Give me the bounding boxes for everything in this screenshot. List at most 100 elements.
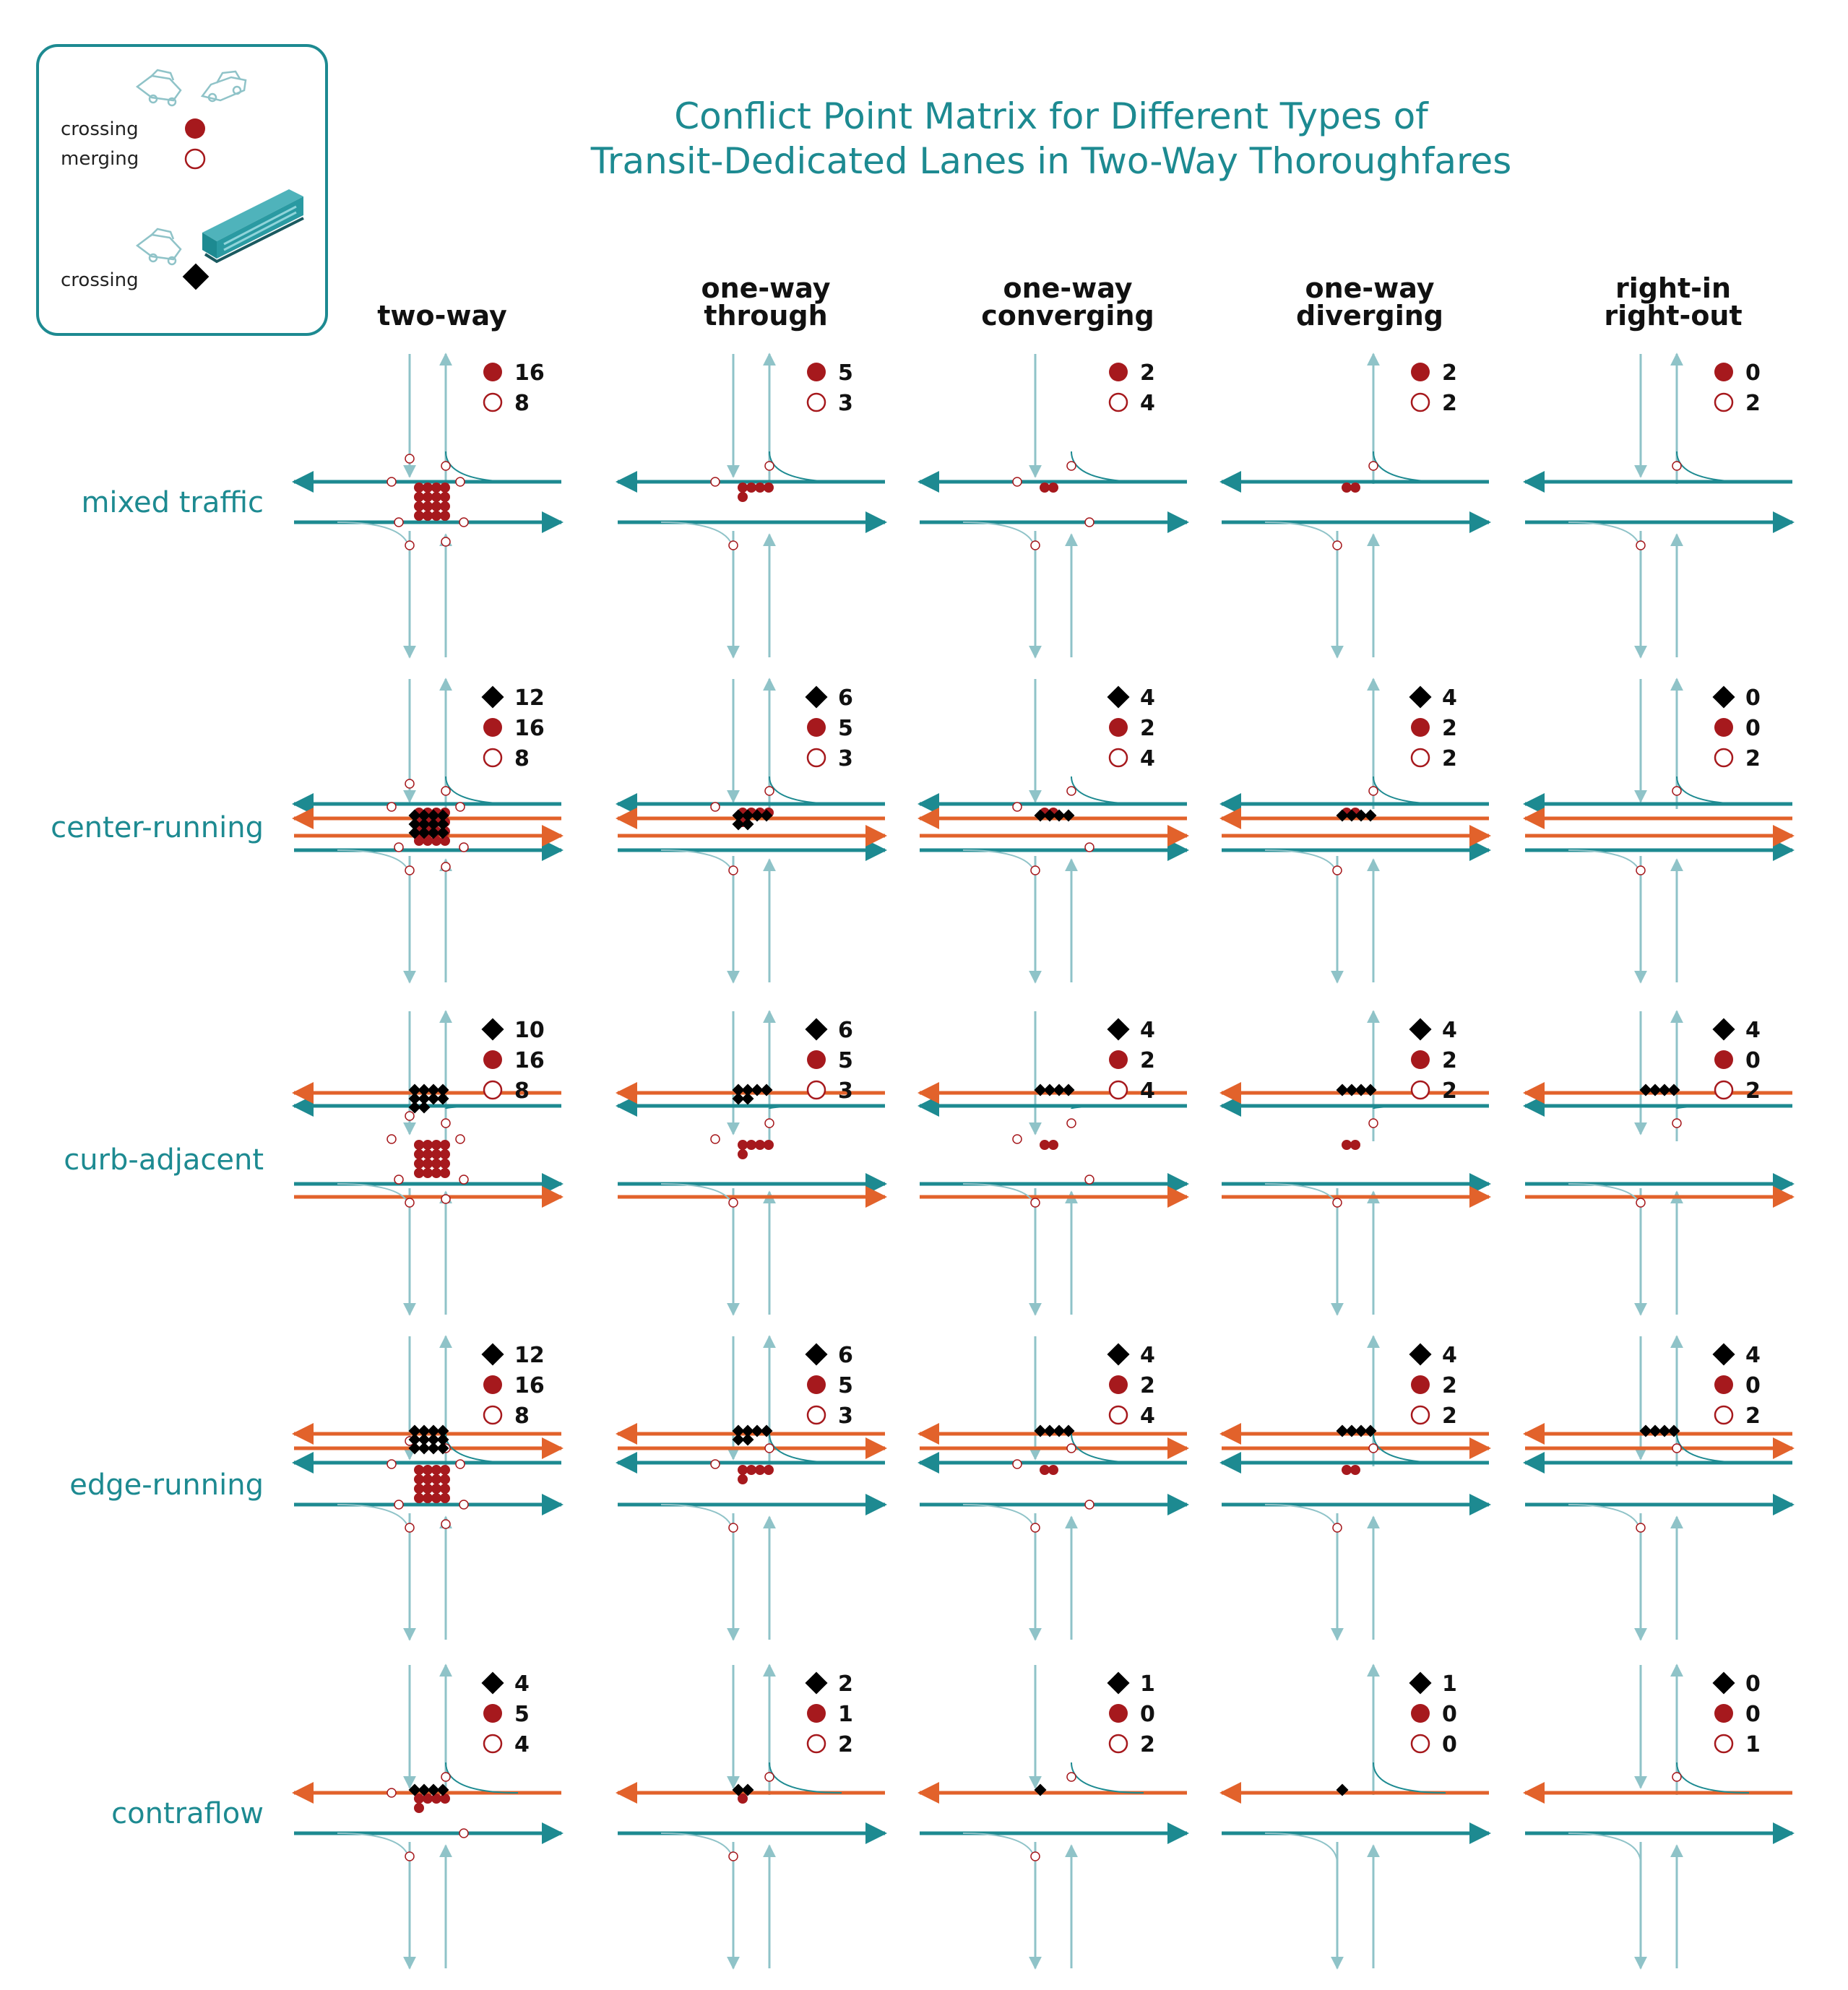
merging-point xyxy=(405,1851,415,1861)
merging-point xyxy=(441,537,451,547)
merging-point xyxy=(405,779,415,789)
merging-point xyxy=(387,1788,397,1798)
transit-crossing-point xyxy=(427,1092,440,1105)
turn-path xyxy=(769,1762,842,1794)
conflict-count-merging: 2 xyxy=(838,1732,853,1757)
transit-crossing-diamond-icon xyxy=(805,1343,828,1366)
crossing-dot-icon xyxy=(807,363,826,381)
intersection-diagram: 100 xyxy=(1219,1664,1491,1970)
turn-path xyxy=(445,776,519,805)
merging-point xyxy=(1672,786,1682,796)
crossing-dot-icon xyxy=(185,118,205,139)
conflict-count-diamond: 12 xyxy=(514,685,545,711)
intersection-diagram: 212 xyxy=(616,1664,887,1970)
turn-path xyxy=(1568,1504,1641,1536)
merging-circle-icon xyxy=(1410,1405,1430,1425)
crossing-point xyxy=(738,1465,748,1475)
intersection-diagram: 424 xyxy=(917,1011,1189,1316)
crossing-point xyxy=(738,492,748,502)
transit-crossing-point xyxy=(408,1783,421,1796)
intersection-diagram: 422 xyxy=(1219,1335,1491,1641)
merging-point xyxy=(405,540,415,550)
merging-point xyxy=(710,802,720,812)
conflict-count-crossing: 2 xyxy=(1442,360,1457,386)
conflict-count-diamond: 4 xyxy=(1442,1343,1457,1368)
crossing-dot-icon xyxy=(1109,1375,1128,1394)
bus-icon xyxy=(202,189,304,264)
transit-crossing-point xyxy=(1649,1083,1662,1096)
merging-point xyxy=(1084,1500,1094,1510)
turn-path xyxy=(1568,522,1641,553)
row-label: edge-running xyxy=(69,1468,264,1502)
transit-crossing-point xyxy=(1658,1083,1671,1096)
merging-point xyxy=(394,842,404,852)
crossing-dot-icon xyxy=(807,1704,826,1723)
merging-point xyxy=(405,1523,415,1533)
merging-point xyxy=(405,1111,415,1121)
merging-point xyxy=(1030,1523,1040,1533)
transit-crossing-point xyxy=(427,1433,440,1446)
transit-crossing-point xyxy=(1034,809,1047,822)
crossing-point xyxy=(440,1794,450,1804)
turn-path xyxy=(1676,1105,1750,1109)
crossing-dot-icon xyxy=(1714,363,1733,381)
transit-crossing-diamond-icon xyxy=(1107,685,1130,709)
conflict-count-diamond: 12 xyxy=(514,1343,545,1368)
merging-point xyxy=(405,454,415,464)
crossing-point xyxy=(414,1794,424,1804)
crossing-point xyxy=(738,1140,748,1150)
transit-crossing-point xyxy=(1053,1083,1066,1096)
merging-circle-icon xyxy=(806,748,826,768)
merging-point xyxy=(764,461,774,471)
intersection-diagram: 001 xyxy=(1523,1664,1795,1970)
merging-point xyxy=(1012,1459,1022,1469)
crossing-point xyxy=(414,1140,424,1150)
turn-path xyxy=(1071,1433,1144,1463)
crossing-point xyxy=(1040,1465,1050,1475)
transit-crossing-point xyxy=(418,1424,431,1437)
transit-crossing-point xyxy=(1639,1424,1652,1437)
crossing-point xyxy=(414,1484,424,1494)
crossing-point xyxy=(414,836,424,846)
turn-path xyxy=(1071,1105,1144,1109)
merging-point xyxy=(1332,865,1342,875)
crossing-point xyxy=(755,1465,765,1475)
crossing-dot-icon xyxy=(807,1050,826,1069)
merging-point xyxy=(1672,1118,1682,1128)
legend-frame xyxy=(36,44,328,336)
merging-point xyxy=(459,517,469,527)
turn-path xyxy=(1676,451,1750,483)
transit-crossing-diamond-icon xyxy=(805,1671,828,1695)
conflict-count-merging: 3 xyxy=(838,746,853,771)
conflict-count-merging: 8 xyxy=(514,746,530,771)
transit-crossing-point xyxy=(418,826,431,839)
transit-crossing-point xyxy=(760,1424,773,1437)
merging-point xyxy=(1636,1198,1646,1208)
transit-crossing-point xyxy=(741,1783,754,1796)
crossing-point xyxy=(414,1493,424,1503)
turn-path xyxy=(445,451,519,483)
conflict-count-merging: 2 xyxy=(1745,746,1761,771)
turn-path xyxy=(1071,1762,1144,1794)
conflict-count-crossing: 1 xyxy=(838,1702,853,1727)
intersection-diagram: 02 xyxy=(1523,352,1795,659)
conflict-count-diamond: 6 xyxy=(838,1018,853,1043)
crossing-point xyxy=(1342,483,1352,493)
crossing-point xyxy=(1350,1465,1360,1475)
transit-crossing-diamond-icon xyxy=(481,685,504,709)
crossing-point xyxy=(423,511,433,521)
merging-point xyxy=(728,1851,738,1861)
turn-path xyxy=(1676,1433,1750,1463)
transit-crossing-diamond-icon xyxy=(805,1018,828,1041)
conflict-count-merging: 2 xyxy=(1745,1403,1761,1429)
merging-circle-icon xyxy=(1410,1080,1430,1100)
merging-point xyxy=(387,1134,397,1144)
conflict-count-merging: 4 xyxy=(1140,1403,1155,1429)
transit-crossing-diamond-icon xyxy=(1409,1018,1432,1041)
transit-crossing-point xyxy=(436,1783,449,1796)
transit-crossing-point xyxy=(1355,1424,1368,1437)
merging-circle-icon xyxy=(806,392,826,412)
crossing-point xyxy=(431,1474,441,1484)
merging-circle-icon xyxy=(1108,1080,1128,1100)
merging-point xyxy=(394,1500,404,1510)
